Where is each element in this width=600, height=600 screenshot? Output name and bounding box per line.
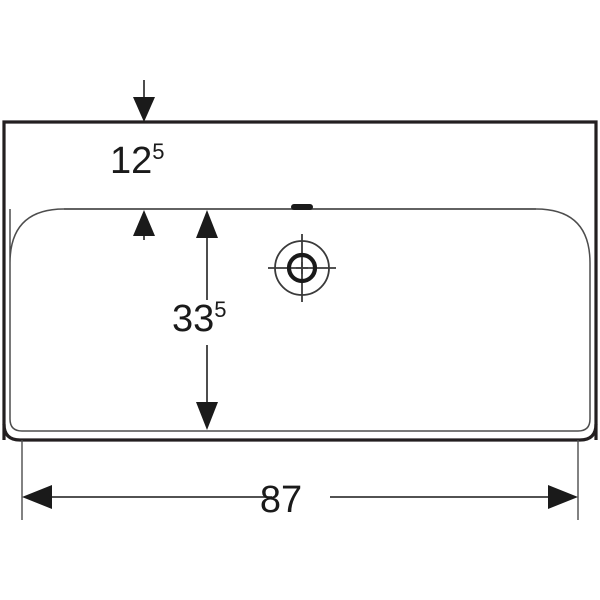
dimension-value-33: 33 — [172, 298, 214, 340]
arrow-down-icon-33 — [196, 402, 218, 430]
arrow-left-icon-87 — [22, 485, 52, 509]
washbasin-body-group — [2, 120, 598, 442]
overflow-slot-icon — [291, 204, 313, 210]
arrow-right-icon-87 — [548, 485, 578, 509]
drain-hole-group — [268, 234, 336, 302]
dimension-basin-depth: 335 — [172, 210, 227, 430]
dimension-overall-width: 87 — [21, 440, 579, 521]
dimension-label-12: 125 — [110, 139, 165, 182]
dimension-value-12: 12 — [110, 140, 152, 182]
outer-rectangle-body — [2, 120, 598, 440]
arrow-down-icon-12 — [133, 97, 155, 122]
arrow-up-icon-12 — [133, 210, 155, 236]
dimension-superscript-33: 5 — [214, 297, 226, 322]
dimension-value-87: 87 — [260, 479, 302, 521]
inner-basin-bowl — [9, 208, 591, 432]
dimension-depth-front-offset: 125 — [110, 80, 165, 240]
drain-inner-circle — [286, 252, 318, 284]
basin-bottom-lip — [2, 423, 598, 442]
dimension-label-87: 87 — [260, 479, 302, 521]
dimension-superscript-12: 5 — [152, 139, 164, 164]
drain-outer-circle — [274, 240, 330, 296]
dimension-label-33: 335 — [172, 297, 227, 340]
arrow-up-icon-33 — [196, 210, 218, 238]
